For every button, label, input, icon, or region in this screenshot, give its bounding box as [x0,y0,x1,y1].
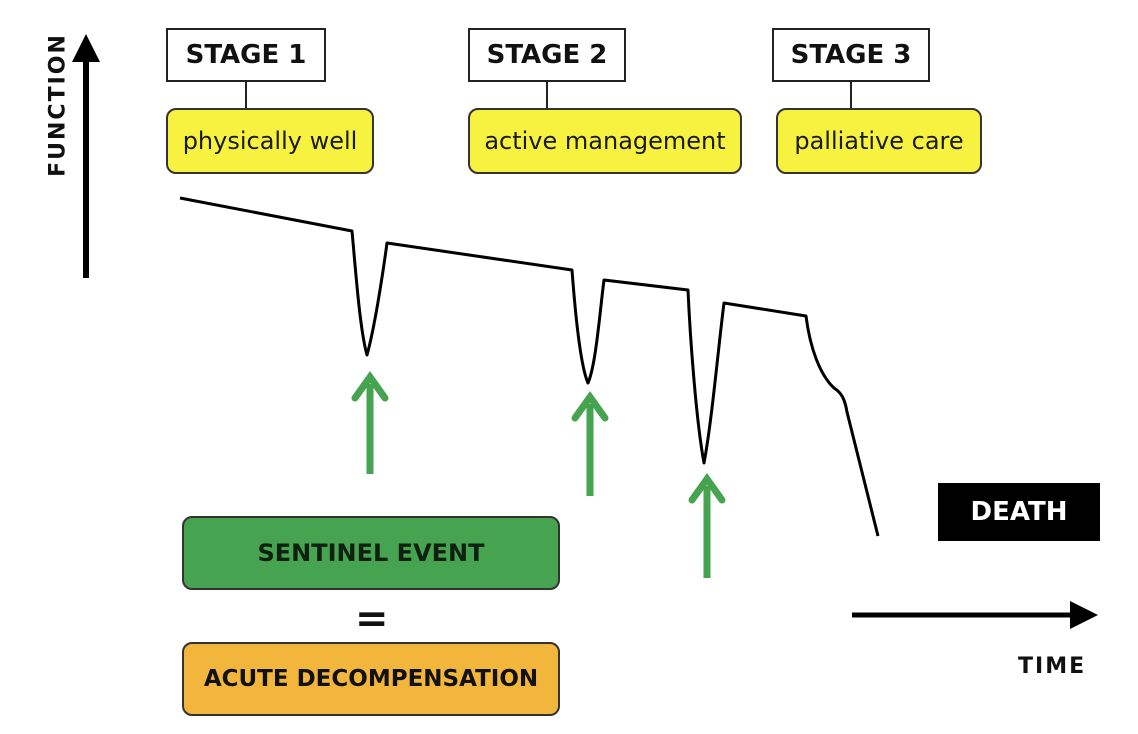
stage-3-connector [850,82,852,108]
function-curve [179,196,880,537]
equals-sign: = [355,596,389,642]
acute-decompensation-box: ACUTE DECOMPENSATION [182,642,560,716]
stage-3-box: STAGE 3 [772,28,930,82]
stage-3-phase-box: palliative care [776,108,982,174]
stage-1-box: STAGE 1 [166,28,326,82]
sentinel-event-box: SENTINEL EVENT [182,516,560,590]
y-axis-label: FUNCTION [45,33,71,177]
stage-1-phase-box: physically well [166,108,374,174]
sentinel-arrow-2 [571,390,609,496]
death-label: DEATH [938,483,1100,541]
stage-2-connector [546,82,548,108]
y-axis-arrowhead [72,34,100,62]
x-axis-label: TIME [1018,654,1087,679]
sentinel-arrow-1 [351,370,389,474]
sentinel-arrow-3 [688,472,726,578]
x-axis-arrowhead [1070,601,1098,629]
stage-2-box: STAGE 2 [468,28,626,82]
stage-2-phase-box: active management [468,108,742,174]
stage-1-connector [245,82,247,108]
